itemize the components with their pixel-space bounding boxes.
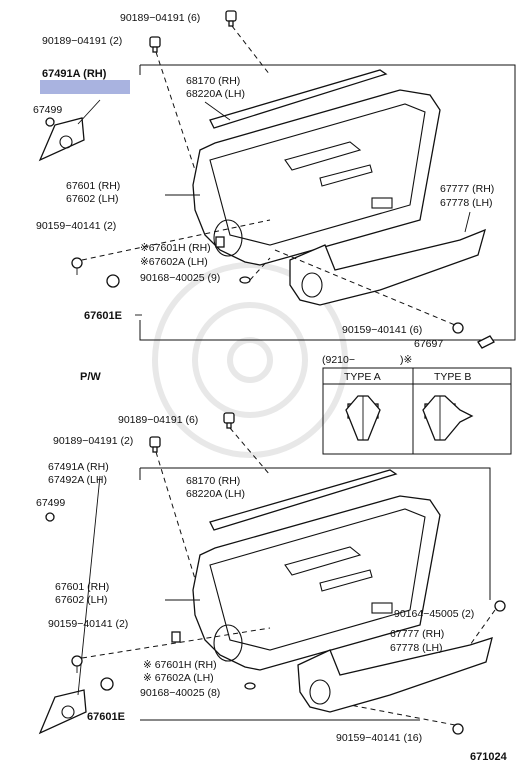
label-weatherstrip: 68170 (RH) [186, 75, 240, 87]
pw-label: P/W [80, 371, 101, 383]
diagram-id: 671024 [470, 751, 508, 763]
fastener-icon [106, 274, 120, 288]
door-cover-trim [38, 689, 87, 735]
label-cover-rh: 67491A (RH) [48, 461, 109, 473]
label-panel-e: 67601E [84, 310, 122, 322]
clip-box-header: (9210− [322, 354, 355, 366]
armrest [289, 228, 486, 306]
bracket-icon [171, 631, 181, 643]
label-armrest-rh: 67777 (RH) [440, 183, 494, 195]
weatherstrip [209, 469, 398, 531]
screw-icon [239, 276, 251, 284]
label-clip-2: 90189−04191 (2) [42, 35, 122, 47]
fastener-icon [100, 677, 114, 691]
clip-icon [149, 36, 161, 53]
clip-type-b-icon [422, 395, 474, 441]
label-screw-8: 90168−40025 (8) [140, 687, 220, 699]
label-bracket-lh: ※67602A (LH) [140, 256, 208, 268]
clip-icon [225, 10, 237, 27]
door-trim-panel [192, 89, 441, 266]
label-armrest-lh: 67778 (LH) [390, 642, 443, 654]
label-weatherstrip-lh: 68220A (LH) [186, 488, 245, 500]
clip-box-header-suffix: )※ [400, 354, 412, 366]
label-bracket-rh: ※67601H (RH) [140, 242, 211, 254]
bottom-frame [140, 467, 491, 600]
label-pin: 67499 [36, 497, 65, 509]
label-cover-rh: 67491A (RH) [42, 68, 107, 80]
screw-icon [71, 655, 83, 673]
top-frame [139, 64, 516, 341]
armrest [297, 637, 493, 713]
label-screw-16: 90159−40141 (16) [336, 732, 422, 744]
label-screw-right: 90164−45005 (2) [394, 608, 474, 620]
screw-icon [71, 257, 83, 275]
label-bracket-lh: ※ 67602A (LH) [143, 672, 214, 684]
label-bracket-rh: ※ 67601H (RH) [143, 659, 217, 671]
label-panel-rh: 67601 (RH) [66, 180, 120, 192]
clip-type-a-icon [345, 395, 381, 441]
weatherstrip [209, 69, 388, 129]
screw-icon [494, 600, 506, 612]
label-clip-2: 90189−04191 (2) [53, 435, 133, 447]
label-panel-rh: 67601 (RH) [55, 581, 109, 593]
type-b-label: TYPE B [434, 371, 471, 383]
screw-icon [452, 723, 464, 735]
label-panel-lh: 67602 (LH) [66, 193, 119, 205]
label-panel-lh: 67602 (LH) [55, 594, 108, 606]
label-screw-9: 90168−40025 (9) [140, 272, 220, 284]
label-screw-6: 90159−40141 (6) [342, 324, 422, 336]
top-section: 90189−04191 (6) 90189−04191 (2) 67491A (… [33, 10, 516, 350]
type-a-label: TYPE A [344, 371, 381, 383]
label-panel-e: 67601E [87, 711, 125, 723]
highlight-box [40, 80, 130, 94]
label-cover-lh: 67492A (LH) [48, 474, 107, 486]
label-armrest-lh: 67778 (LH) [440, 197, 493, 209]
clip-icon [223, 412, 235, 429]
door-trim-panel [192, 495, 441, 671]
cap-icon [477, 335, 495, 349]
label-clip-top: 90189−04191 (6) [118, 414, 198, 426]
label-weatherstrip: 68170 (RH) [186, 475, 240, 487]
clip-icon [149, 436, 161, 453]
screw-icon [452, 322, 464, 334]
pin-icon [45, 117, 55, 127]
watermark-emblem-icon [152, 262, 348, 458]
label-screw-2: 90159−40141 (2) [48, 618, 128, 630]
label-pin: 67499 [33, 104, 62, 116]
label-cap: 67697 [414, 338, 443, 350]
bottom-section: 90189−04191 (6) 90189−04191 (2) 67491A (… [36, 412, 506, 744]
label-screw-2: 90159−40141 (2) [36, 220, 116, 232]
label-clip-top: 90189−04191 (6) [120, 12, 200, 24]
pin-icon [45, 512, 55, 522]
label-weatherstrip-lh: 68220A (LH) [186, 88, 245, 100]
screw-icon [244, 682, 256, 690]
clip-type-box: (9210− )※ TYPE A TYPE B [322, 354, 512, 455]
bracket-icon [215, 236, 225, 248]
label-armrest-rh: 67777 (RH) [390, 628, 444, 640]
